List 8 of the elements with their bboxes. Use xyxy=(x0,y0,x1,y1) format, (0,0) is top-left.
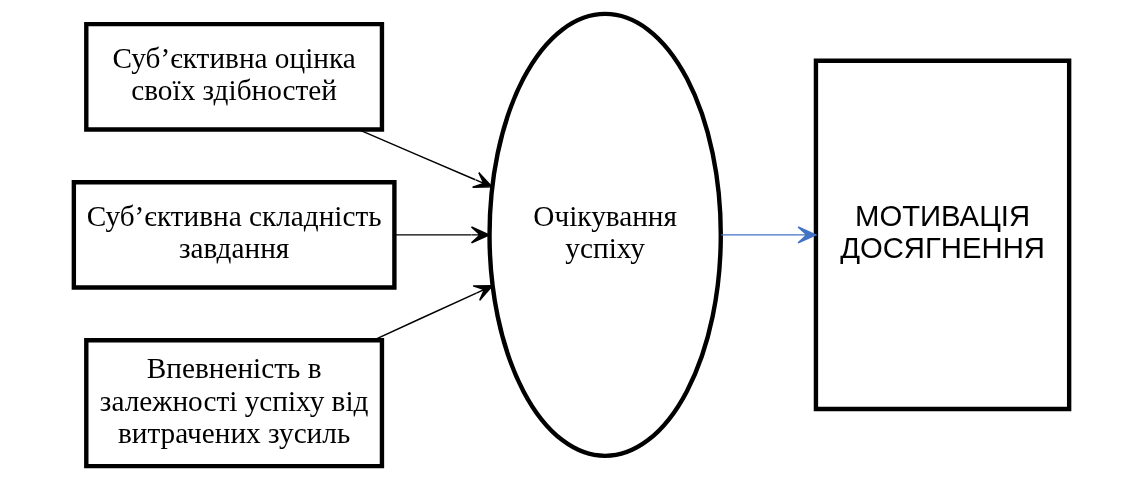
node-box: МОТИВАЦІЯ ДОСЯГНЕННЯ xyxy=(813,58,1072,412)
node-box: Суб’єктивна оцінка своїх здібностей xyxy=(84,21,385,132)
arrow xyxy=(720,226,817,244)
arrow xyxy=(394,226,490,244)
node-box: Суб’єктивна складність завдання xyxy=(71,180,397,290)
arrow xyxy=(357,128,493,188)
node-ellipse: Очікування успіху xyxy=(487,11,723,459)
node-box: Впевненість в залежності успіху від витрачених зусиль xyxy=(84,338,385,469)
